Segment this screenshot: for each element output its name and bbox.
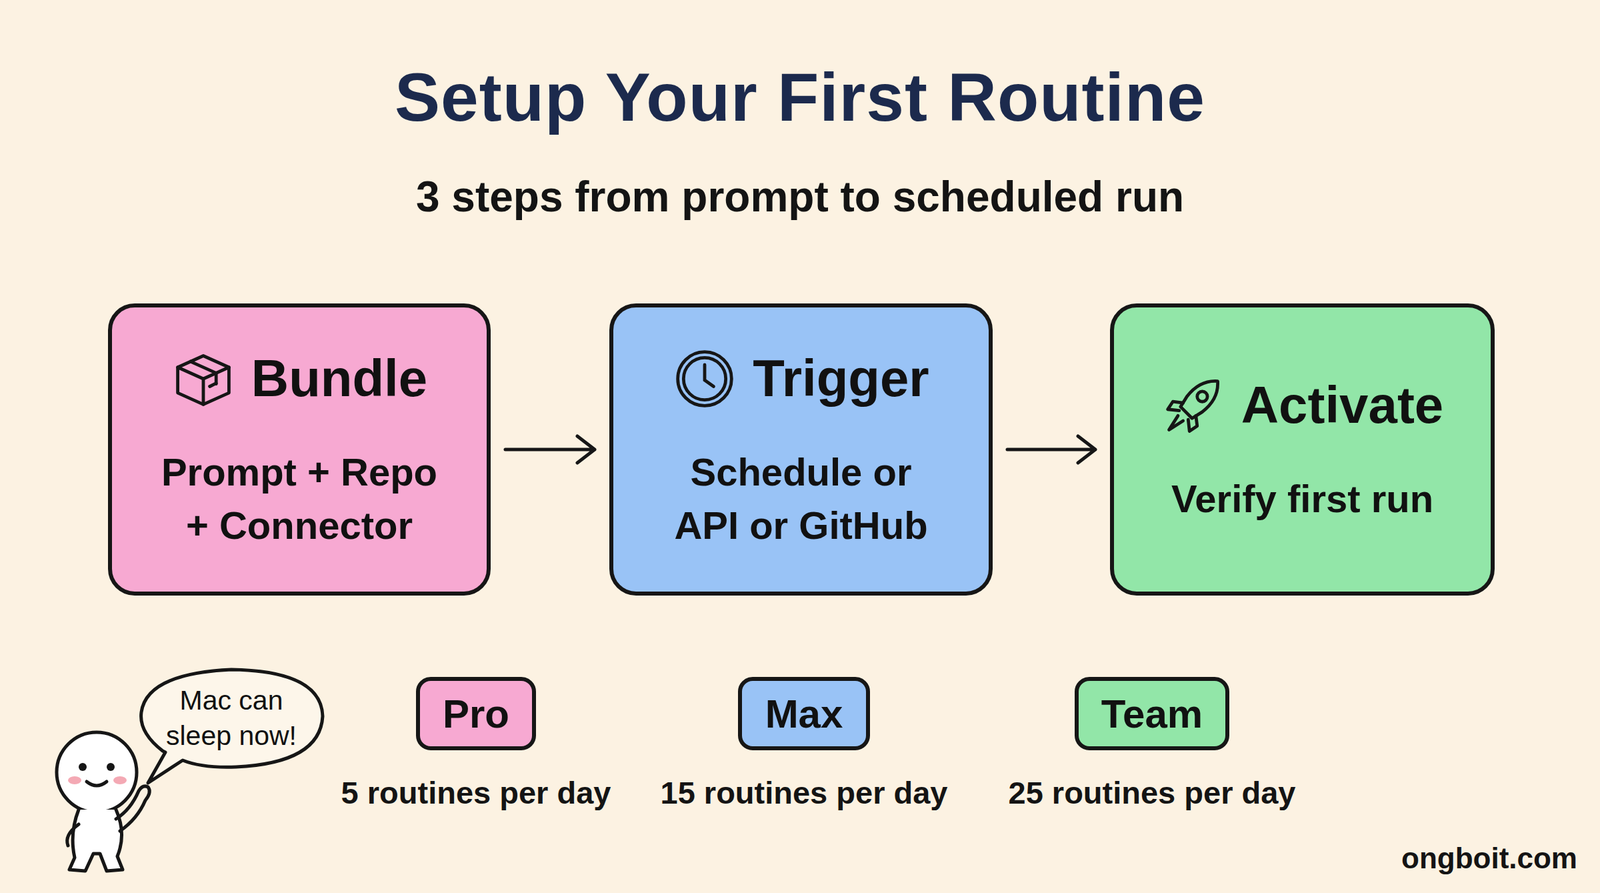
badge-text: Team: [1101, 690, 1203, 737]
bubble-outline: [136, 665, 327, 771]
badge-text: Pro: [442, 690, 510, 737]
flow-arrow: [1007, 436, 1096, 463]
step-box: ActivateVerify first run: [1110, 303, 1495, 596]
flow-arrow: [505, 436, 595, 463]
step-body: Verify first run: [1171, 472, 1434, 526]
step-heading-row: Trigger: [672, 346, 929, 411]
plan-badge: Team25 routines per day: [1074, 676, 1230, 750]
step-box: TriggerSchedule or API or GitHub: [609, 303, 993, 596]
step-icon: [672, 346, 737, 411]
plan-badge: Pro5 routines per day: [416, 676, 536, 750]
watermark: ongboit.com: [1401, 841, 1578, 875]
badge-caption: 15 routines per day: [660, 774, 948, 811]
step-body: Schedule or API or GitHub: [661, 445, 942, 552]
step-heading-row: Activate: [1161, 373, 1444, 438]
step-heading: Activate: [1241, 374, 1444, 436]
subtitle-text: 3 steps from prompt to scheduled run: [0, 172, 1600, 222]
badge-text: Max: [765, 690, 844, 737]
plan-badge: Max15 routines per day: [738, 676, 870, 750]
badge-caption: 25 routines per day: [1008, 774, 1296, 811]
diagram-title: Setup Your First Routine: [0, 58, 1600, 137]
step-box: BundlePrompt + Repo + Connector: [108, 303, 491, 596]
step-heading: Bundle: [251, 348, 428, 409]
step-icon: [171, 346, 236, 411]
step-heading-row: Bundle: [171, 346, 428, 411]
step-body: Prompt + Repo + Connector: [146, 445, 453, 552]
badge-caption: 5 routines per day: [341, 774, 612, 811]
step-heading: Trigger: [752, 348, 929, 409]
bubble-text: Mac can sleep now!: [158, 682, 305, 754]
speech-bubble: Mac can sleep now!: [136, 665, 327, 771]
step-icon: [1161, 373, 1226, 438]
